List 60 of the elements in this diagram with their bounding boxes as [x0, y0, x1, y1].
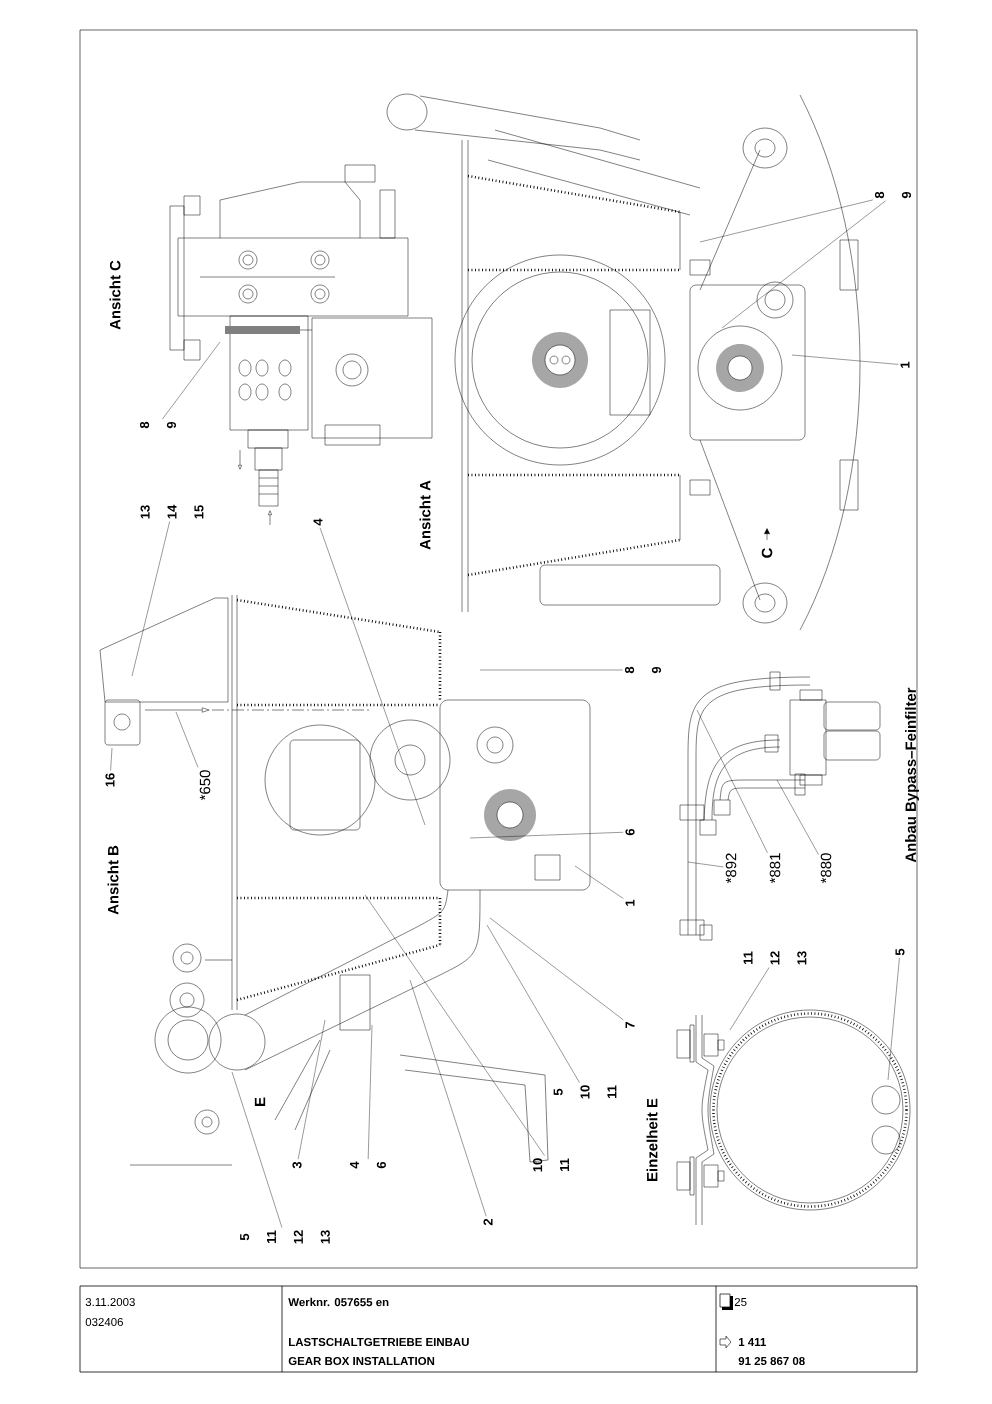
leader-line	[367, 1024, 373, 1160]
callout-number: *880	[820, 853, 832, 884]
callout-number: 5	[895, 948, 905, 956]
callout-number: 8 9	[139, 421, 177, 429]
view-letter: C	[761, 548, 773, 558]
leader-line	[696, 709, 768, 853]
callout-number: 1	[900, 361, 910, 368]
callout-number: 11 12 13	[743, 951, 807, 965]
callout-number: 4 6	[350, 1161, 386, 1169]
callout-number: 13 14 15	[140, 504, 204, 519]
callout-number: 10 11	[533, 1158, 569, 1172]
leader-line	[486, 924, 580, 1083]
view-title: Ansicht A	[419, 480, 431, 550]
detail-letter: E	[254, 1097, 266, 1106]
callout-number: 1	[625, 899, 635, 906]
leader-line	[574, 865, 624, 899]
leader-line	[721, 200, 886, 329]
document-number: 032406	[85, 1317, 123, 1327]
callout-number: 5 11 12 13	[240, 1230, 330, 1244]
leader-line	[162, 341, 221, 420]
callout-number: 6	[625, 828, 635, 836]
callout-number: 5 10 11	[553, 1085, 617, 1099]
callout-number: 4	[313, 518, 323, 526]
leader-line	[699, 199, 873, 243]
leader-line	[110, 747, 113, 771]
page-number: 25	[734, 1297, 747, 1307]
view-title: Ansicht C	[109, 260, 121, 330]
leader-line	[131, 521, 170, 677]
drawing-title: GEAR BOX INSTALLATION	[288, 1356, 435, 1366]
callout-number: 3	[292, 1161, 302, 1169]
callout-number: *650	[199, 770, 211, 801]
order-number: Werknr. 057655 en	[288, 1297, 389, 1307]
leader-line	[364, 894, 545, 1156]
leader-line	[479, 669, 623, 671]
leader-line	[729, 967, 770, 1031]
view-title: Einzelheit E	[646, 1098, 658, 1181]
leader-line	[776, 779, 819, 855]
leader-line	[175, 711, 199, 768]
view-title: Ansicht B	[107, 845, 119, 915]
reference-number: 1 411	[739, 1338, 766, 1346]
leader-line	[687, 861, 724, 868]
callout-number: 16	[105, 773, 115, 787]
drawing-number: 91 25 867 08	[738, 1356, 805, 1366]
view-title: Anbau Bypass–Feinfilter	[905, 687, 919, 863]
leader-line	[231, 1071, 283, 1228]
leader-line	[409, 979, 487, 1217]
date: 3.11.2003	[85, 1297, 135, 1307]
leader-line	[887, 957, 900, 1081]
callout-number: 2	[483, 1218, 493, 1226]
leader-line	[319, 527, 426, 826]
leader-line	[489, 917, 624, 1021]
callout-number: 7	[625, 1021, 635, 1029]
leader-line	[791, 354, 899, 365]
drawing-title: LASTSCHALTGETRIEBE EINBAU	[289, 1337, 469, 1347]
leader-line	[297, 1019, 326, 1160]
callout-number: 8 9	[624, 666, 662, 674]
leader-line	[469, 832, 624, 839]
callout-number: *892	[725, 853, 737, 884]
callout-number: *881	[769, 853, 781, 884]
callout-number: 8 9	[874, 191, 912, 199]
